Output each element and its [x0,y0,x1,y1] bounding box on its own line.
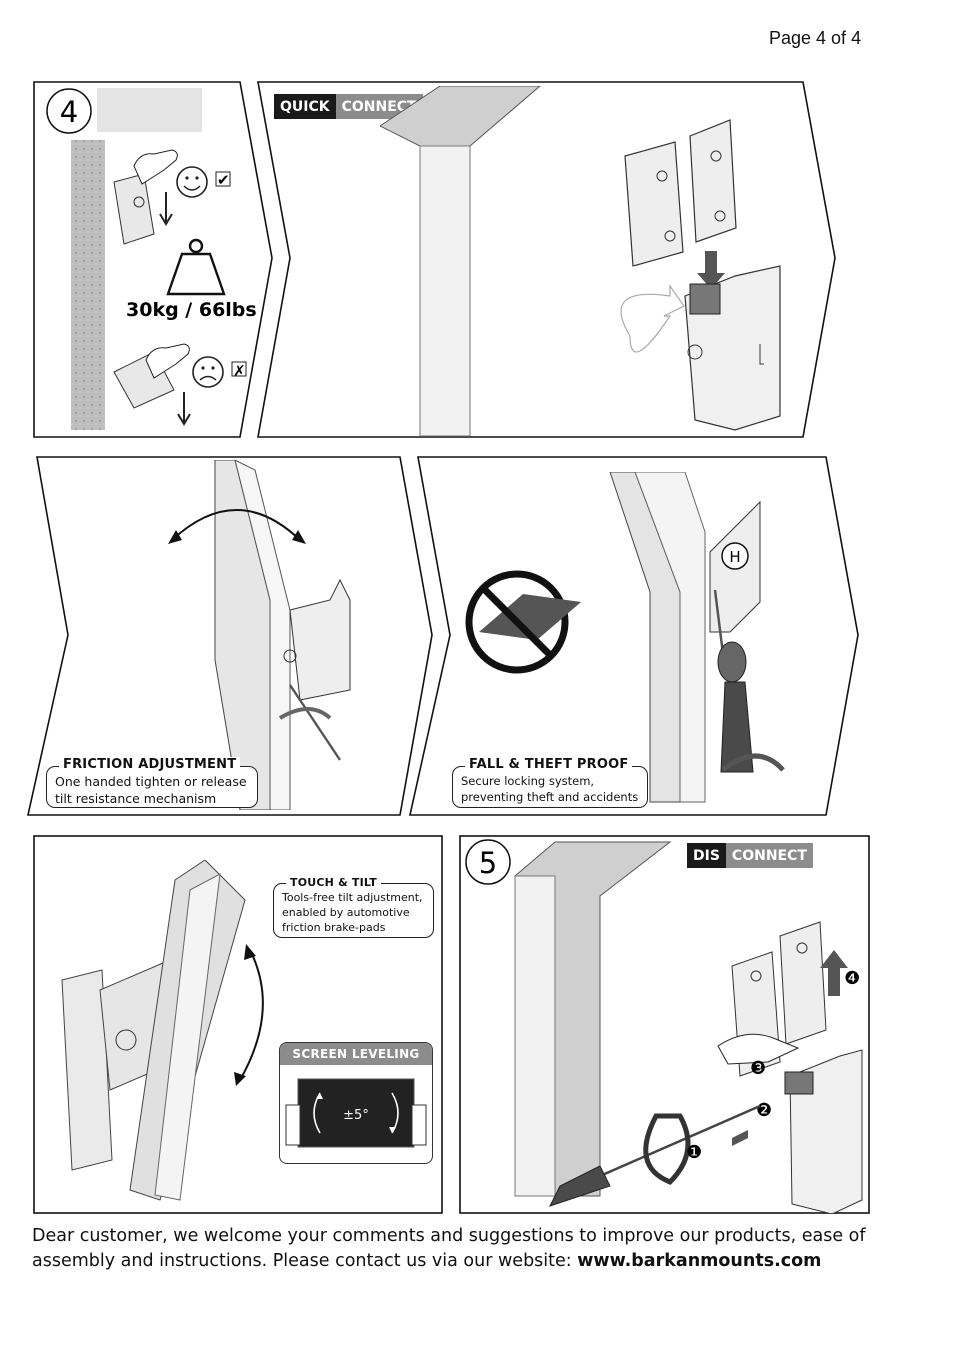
wall-bracket [61,969,113,1171]
step-number: 4 [60,95,78,129]
panel-frame-quick-connect [257,81,836,438]
disconnect-right: CONNECT [725,843,813,868]
panel-frame-fall-theft [409,456,859,816]
rotate-arrow-icon [643,1113,691,1185]
touch-tilt-title: TOUCH & TILT [286,876,382,889]
weight-label: 30kg / 66lbs [126,299,257,321]
fall-theft-callout: FALL & THEFT PROOF Secure locking system… [452,757,648,808]
fall-theft-text: Secure locking system, preventing theft … [461,774,639,804]
quick-connect-left: QUICK [274,94,336,119]
hand-right-icon [411,1104,427,1146]
tv-side [214,460,271,810]
step-number-circle [465,839,511,885]
step-number: 5 [479,846,497,880]
touch-tilt-callout: TOUCH & TILT Tools-free tilt adjustment,… [273,876,434,938]
arrow-down-icon-2 [177,392,191,426]
screw-icon [133,196,145,208]
touch-tilt-illustration [61,860,264,1201]
screen-leveling-angle: ±5° [343,1108,369,1123]
friction-title: FRICTION ADJUSTMENT [59,757,241,772]
website-link[interactable]: www.barkanmounts.com [577,1251,822,1271]
marker-2: ❷ [756,1100,772,1121]
mount-bracket-upper [113,173,155,245]
marker-3: ❸ [750,1058,766,1079]
footer-text: Dear customer, we welcome your comments … [32,1226,866,1271]
step-number-circle [46,88,92,134]
arrow-down-icon [697,251,725,289]
fall-theft-title: FALL & THEFT PROOF [465,757,633,772]
rotate-arrow-icon [278,707,332,720]
screen-leveling-title: SCREEN LEVELING [280,1043,432,1065]
disconnect-badge: DIS CONNECT [687,843,813,868]
friction-illustration [168,460,351,810]
panel-frame-step5 [459,835,870,1214]
step5-illustration: 5 ❹ ❸ ❷ ❶ [465,839,863,1213]
marker-circle [721,542,749,570]
screen-leveling-illustration: ±5° [285,1078,427,1148]
quick-connect-illustration [380,86,781,436]
bad-cross: ✗ [233,362,246,380]
weight-illustration: 4 ✔ 30kg / 66lbs ✗ [46,88,257,430]
sad-face-icon [192,356,224,388]
tilt-arc-arrow [239,949,264,1081]
hand-left-icon [285,1104,301,1146]
panel-frame-weight [33,81,273,438]
marker-label: H [729,548,740,566]
footer-message: Dear customer, we welcome your comments … [32,1224,912,1274]
marker-4: ❹ [844,968,860,989]
page-number: Page 4 of 4 [769,28,862,48]
ok-checkmark: ✔ [217,171,230,189]
weight-icon [166,252,226,296]
rotate-arrow-icon [620,284,685,353]
arrow-up-icon [820,950,848,996]
arrow-down-icon [159,192,173,226]
marker-1: ❶ [686,1142,702,1163]
fall-theft-illustration: H [465,472,785,803]
panel-frame-friction [27,456,433,816]
wall [71,140,105,430]
smiley-icon [176,166,208,198]
hand-icon [717,1033,800,1065]
label-placeholder [97,88,202,132]
screwdriver-icon [599,1104,761,1178]
hand-down-icon [145,343,190,379]
disconnect-left: DIS [687,843,726,868]
screen-leveling-box: SCREEN LEVELING ±5° [279,1042,433,1164]
rotate-arrow-icon [721,753,785,772]
arrow-left-icon [732,1124,770,1146]
hand-up-icon [133,149,178,185]
touch-tilt-text: Tools-free tilt adjustment, enabled by a… [282,891,423,934]
friction-text: One handed tighten or release tilt resis… [55,774,247,806]
panel-frame-touch-tilt [33,835,443,1214]
friction-callout: FRICTION ADJUSTMENT One handed tighten o… [46,757,258,808]
tv-bracket [624,119,737,267]
mount-bracket [289,578,351,701]
tool-rod [289,684,341,761]
tilt-arc-arrow [171,509,301,541]
